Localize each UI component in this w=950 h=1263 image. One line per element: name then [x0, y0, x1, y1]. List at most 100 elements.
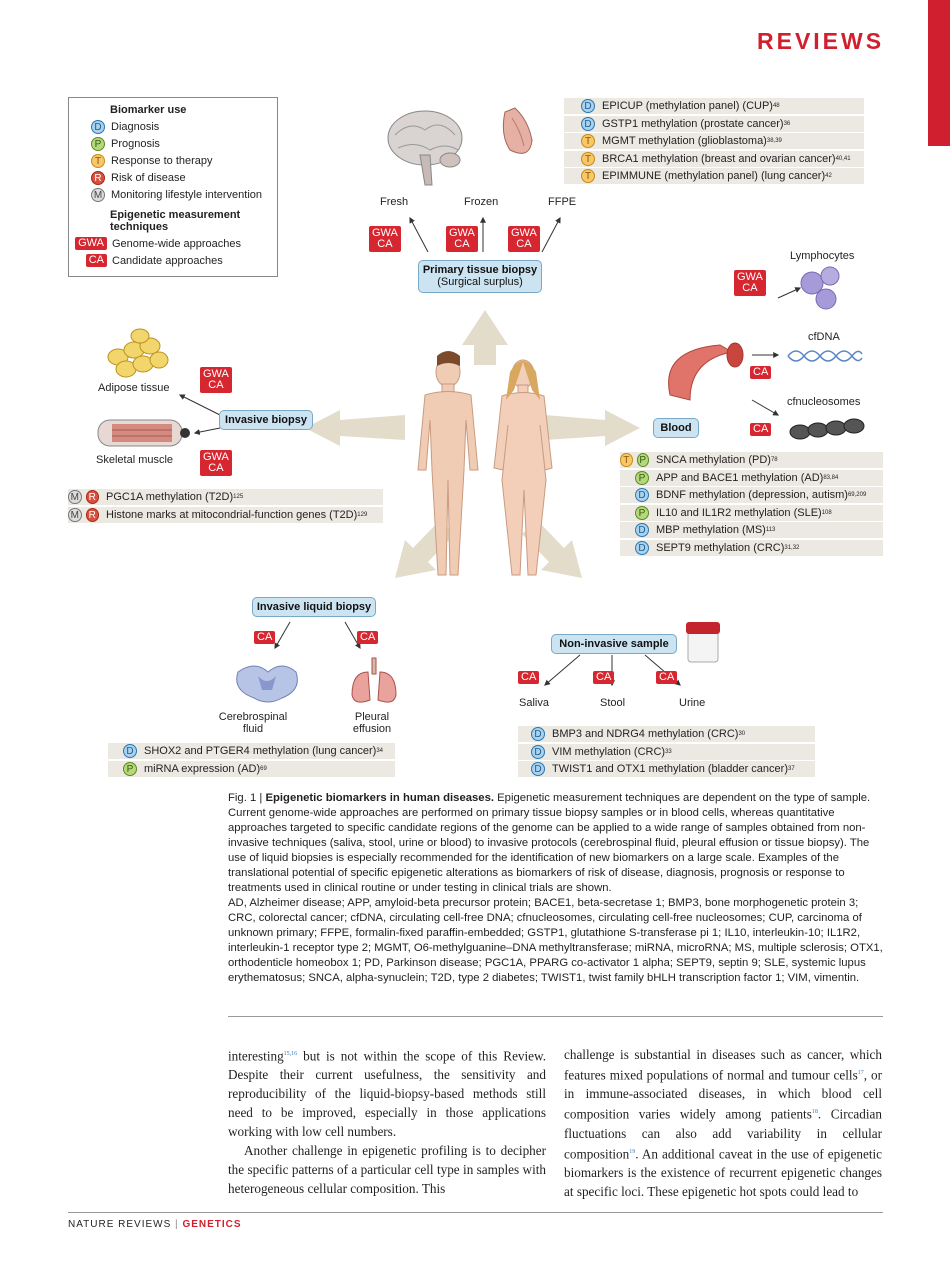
caption-title: Epigenetic biomarkers in human diseases. — [265, 792, 494, 804]
legend-label: Monitoring lifestyle intervention — [111, 188, 263, 201]
figure-graphics — [97, 107, 865, 703]
reference-number: 69,209 — [847, 492, 867, 498]
specimen-cup-illustration — [686, 622, 720, 663]
reference-number: 31,32 — [784, 544, 800, 551]
biomarker-text: VIM methylation (CRC) — [552, 745, 666, 758]
diagnosis-badge-icon: D — [91, 119, 105, 134]
ca-tag: CA — [750, 419, 772, 437]
arrow-right — [545, 410, 640, 446]
reference-number: 40,41 — [835, 155, 851, 162]
use-badge-icon: D — [581, 99, 595, 113]
ffpe-label: FFPE — [548, 196, 577, 208]
biomarker-text: PGC1A methylation (T2D) — [106, 491, 234, 503]
legend-label: Risk of disease — [111, 171, 186, 184]
stool-label: Stool — [600, 697, 626, 709]
biomarker-text: TWIST1 and OTX1 methylation (bladder can… — [552, 763, 788, 775]
spinal-cord-illustration — [236, 665, 298, 703]
biomarker-text: SHOX2 and PTGER4 methylation (lung cance… — [144, 745, 377, 757]
csf-label: Cerebrospinal fluid — [218, 711, 288, 735]
use-badge-icon: T — [581, 169, 595, 183]
legend-label: Diagnosis — [111, 120, 160, 133]
adipose-illustration — [107, 328, 169, 378]
monitoring-badge-icon: M — [91, 187, 105, 202]
body-column-2: challenge is substantial in diseases suc… — [564, 1047, 882, 1200]
arrow-muscle — [193, 427, 221, 436]
legend-item: R Risk of disease — [69, 169, 277, 186]
reference-number: 48 — [772, 103, 780, 109]
arrow-fresh — [409, 216, 429, 253]
legend-label: Genome-wide approaches — [112, 237, 242, 250]
use-badge-icon: D — [123, 744, 137, 758]
reference-number: 33 — [665, 748, 672, 755]
lymphocytes-label: Lymphocytes — [790, 250, 855, 262]
use-badge-icon: D — [635, 540, 649, 555]
biomarker-text: MBP methylation (MS) — [656, 524, 766, 536]
brain-illustration — [387, 110, 463, 186]
biomarker-text: MGMT methylation (glioblastoma) — [602, 135, 767, 147]
biomarker-text: IL10 and IL1R2 methylation (SLE) — [656, 506, 822, 519]
biomarker-row: T EPIMMUNE (methylation panel) (lung canc… — [564, 168, 864, 185]
muscle-illustration — [97, 419, 190, 447]
biomarker-text: EPICUP (methylation panel) (CUP) — [602, 100, 773, 112]
reference-number: 69 — [260, 765, 267, 772]
biomarker-text: EPIMMUNE (methylation panel) (lung cance… — [602, 170, 826, 182]
body-column-1: interesting15,16 but is not within the s… — [228, 1048, 546, 1197]
gwa-tag: GWA — [75, 237, 107, 250]
biomarker-text: BMP3 and NDRG4 methylation (CRC) — [552, 728, 739, 740]
ca-tag: CA — [593, 667, 615, 685]
biomarker-text: miRNA expression (AD) — [144, 762, 261, 775]
legend-label: Candidate approaches — [112, 254, 223, 267]
risk-badge-icon: R — [91, 170, 105, 185]
cfdna-label: cfDNA — [808, 331, 840, 343]
use-badge-icon: R — [85, 490, 99, 504]
use-badge-icon: D — [531, 744, 545, 759]
frozen-label: Frozen — [464, 196, 499, 208]
caption-rule — [228, 1016, 883, 1017]
primary-tissue-title: Primary tissue biopsy — [422, 264, 538, 276]
biomarker-text: SNCA methylation (PD) — [656, 454, 771, 466]
biomarker-row: D SEPT9 methylation (CRC)31,32 — [620, 539, 883, 557]
arrow-up — [462, 310, 508, 365]
pleural-label: Pleural effusion — [352, 711, 392, 735]
ca-tag: CA — [656, 667, 678, 685]
reference-number: 78 — [770, 457, 778, 463]
liquid-biopsy-box: Invasive liquid biopsy — [252, 597, 376, 617]
therapy-badge-icon: T — [91, 153, 105, 168]
prognosis-badge-icon: P — [91, 136, 105, 151]
biomarker-text: BRCA1 methylation (breast and ovarian ca… — [602, 152, 836, 165]
use-badge-icon: D — [635, 488, 649, 502]
biomarker-text: SEPT9 methylation (CRC) — [656, 541, 785, 554]
caption-text: Epigenetic measurement techniques are de… — [228, 792, 871, 894]
legend-label: Response to therapy — [111, 154, 213, 167]
fresh-label: Fresh — [380, 196, 409, 208]
biomarker-text: BDNF methylation (depression, autism) — [656, 489, 848, 501]
biomarker-text: APP and BACE1 methylation (AD) — [656, 471, 824, 484]
nucleosomes-illustration — [789, 418, 865, 440]
arrow-csf — [274, 621, 291, 650]
footer: NATURE REVIEWS | GENETICS — [68, 1219, 242, 1230]
reference-number: 36 — [783, 120, 791, 127]
journal-section: GENETICS — [182, 1219, 242, 1230]
use-badge-icon: P — [635, 505, 649, 520]
biomarker-row: D VIM methylation (CRC)33 — [518, 743, 815, 761]
use-badge-icon: P — [635, 470, 649, 485]
adipose-label: Adipose tissue — [98, 382, 170, 394]
urine-label: Urine — [679, 697, 706, 709]
reference-number: 108 — [821, 509, 832, 516]
ca-tag: CA — [357, 627, 379, 645]
